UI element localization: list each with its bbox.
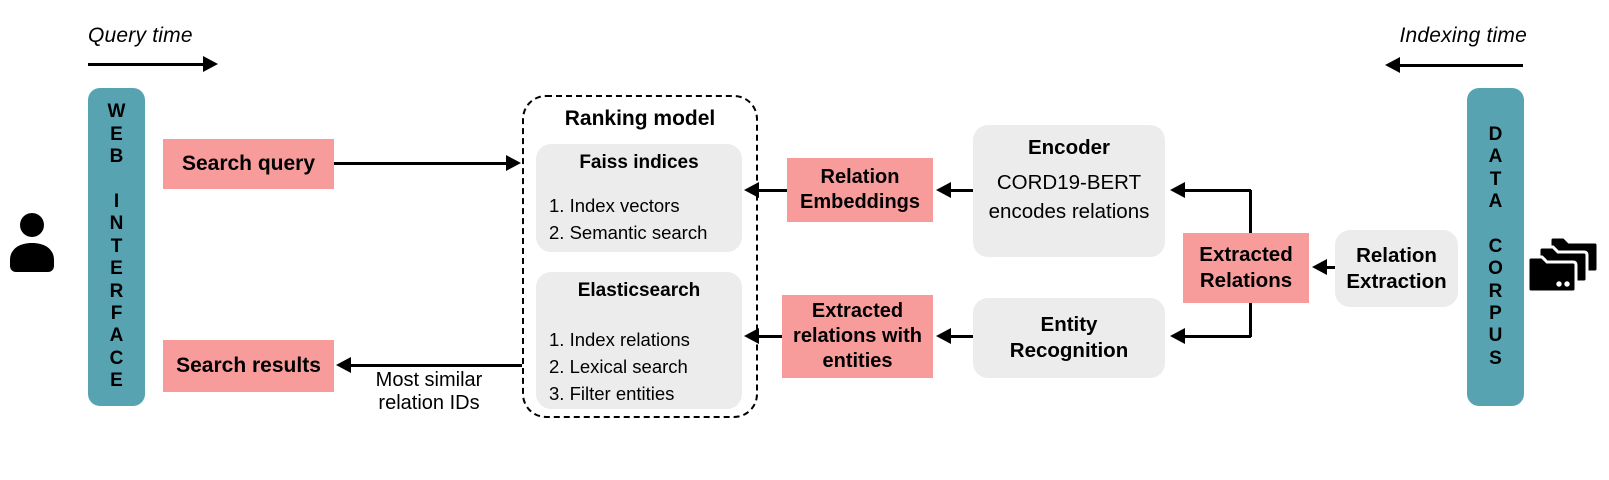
folder-stack-icon xyxy=(1528,235,1600,294)
indexing-time-arrow xyxy=(1400,64,1523,67)
arrow-query-to-ranking xyxy=(334,162,506,165)
arrow-encoder-to-embeddings xyxy=(951,189,973,192)
extracted-relations-box: Extracted Relations xyxy=(1183,233,1309,303)
arrow-embeddings-to-faiss xyxy=(759,189,787,192)
query-time-label: Query time xyxy=(88,24,193,47)
web-interface-label: W E B I N T E R F A C E xyxy=(107,101,126,392)
faiss-box: Faiss indices 1. Index vectors 2. Semant… xyxy=(536,144,742,252)
elasticsearch-steps: 1. Index relations 2. Lexical search 3. … xyxy=(549,329,690,404)
elasticsearch-title: Elasticsearch xyxy=(577,280,701,301)
most-similar-label: Most similar relation IDs xyxy=(375,369,483,414)
arrow-ranking-to-results xyxy=(351,364,522,367)
entity-recognition-box: Entity Recognition xyxy=(973,298,1165,378)
data-corpus-bar: D A T A C O R P U S xyxy=(1467,88,1524,406)
faiss-steps: 1. Index vectors 2. Semantic search xyxy=(549,195,708,243)
relation-extraction-box: Relation Extraction xyxy=(1335,230,1458,307)
arrow-recognition-to-entities xyxy=(951,335,973,338)
web-interface-bar: W E B I N T E R F A C E xyxy=(88,88,145,406)
search-query-box: Search query xyxy=(163,139,334,189)
elasticsearch-box: Elasticsearch 1. Index relations 2. Lexi… xyxy=(536,272,742,409)
encoder-body: CORD19-BERT encodes relations xyxy=(988,171,1150,223)
connector-extracted-relations-up xyxy=(1249,190,1252,235)
ranking-model-box: Ranking model Faiss indices 1. Index vec… xyxy=(522,95,758,418)
faiss-title: Faiss indices xyxy=(579,152,699,173)
connector-extracted-relations-down xyxy=(1249,301,1252,337)
data-corpus-label: D A T A C O R P U S xyxy=(1488,123,1503,369)
encoder-title: Encoder xyxy=(1027,136,1111,159)
arrow-extracted-to-recognition xyxy=(1185,335,1251,338)
person-icon xyxy=(10,213,54,272)
arrow-extraction-to-extracted xyxy=(1327,266,1335,269)
encoder-box: Encoder CORD19-BERT encodes relations xyxy=(973,125,1165,257)
relation-embeddings-box: Relation Embeddings xyxy=(787,158,933,222)
extracted-relations-with-entities-box: Extracted relations with entities xyxy=(782,295,933,378)
search-results-box: Search results xyxy=(163,340,334,392)
ranking-model-title: Ranking model xyxy=(564,107,716,130)
query-time-arrow xyxy=(88,63,203,66)
arrow-entities-to-elasticsearch xyxy=(759,335,782,338)
indexing-time-label: Indexing time xyxy=(1399,24,1527,47)
arrow-extracted-to-encoder xyxy=(1185,189,1251,192)
